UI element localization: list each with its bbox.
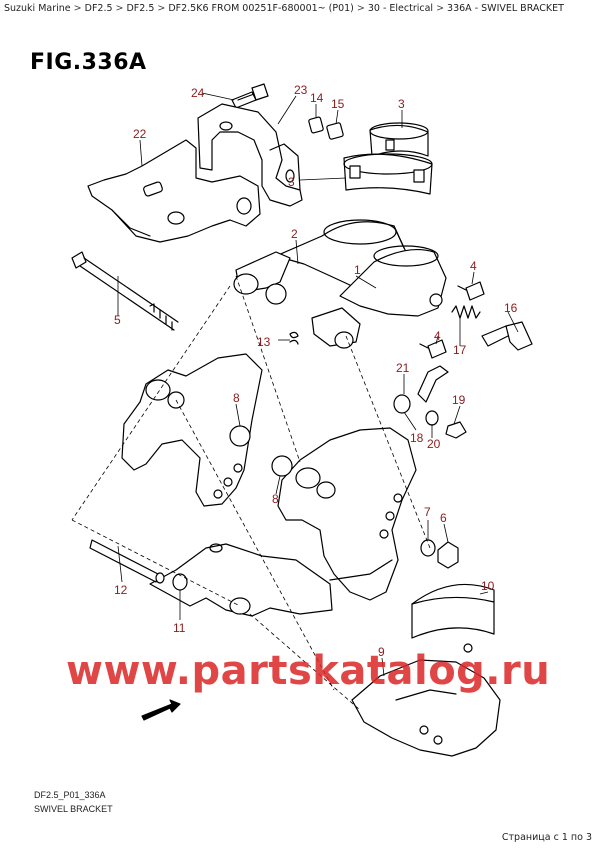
callout-18: 18 bbox=[410, 431, 424, 445]
callout-19: 19 bbox=[452, 393, 466, 407]
figure-code: DF2.5_P01_336A bbox=[34, 790, 106, 800]
callout-2: 2 bbox=[291, 227, 298, 241]
fwd-arrow-icon bbox=[141, 699, 181, 721]
callout-20: 20 bbox=[427, 437, 441, 451]
part-2-pin-assembly bbox=[233, 251, 291, 305]
callout-17: 17 bbox=[453, 343, 467, 357]
part-4-bolt-upper bbox=[457, 281, 485, 301]
part-20-washer bbox=[425, 410, 439, 426]
part-19-nut bbox=[445, 421, 467, 439]
figure-name: SWIVEL BRACKET bbox=[34, 804, 113, 814]
callout-16: 16 bbox=[504, 301, 518, 315]
breadcrumb-separator: > bbox=[436, 3, 445, 14]
part-18-washer bbox=[393, 394, 411, 414]
part-24-bolt bbox=[231, 83, 269, 109]
main-bracket-left bbox=[121, 353, 263, 507]
part-15-pad bbox=[326, 122, 344, 140]
main-bracket-right bbox=[277, 427, 417, 601]
breadcrumb-separator: > bbox=[356, 3, 365, 14]
callout-5: 5 bbox=[114, 313, 121, 327]
callout-8-upper: 8 bbox=[233, 391, 240, 405]
callout-22: 22 bbox=[133, 127, 147, 141]
figure-title: FIG.336A bbox=[30, 50, 147, 75]
part-21-lever bbox=[417, 365, 449, 403]
callout-1: 1 bbox=[354, 263, 361, 277]
breadcrumb-item-electrical[interactable]: 30 - Electrical bbox=[367, 3, 434, 14]
part-7-washer bbox=[420, 539, 436, 557]
callout-6: 6 bbox=[440, 511, 447, 525]
callout-12: 12 bbox=[114, 583, 128, 597]
callout-3-lower: 3 bbox=[288, 175, 295, 189]
callout-13: 13 bbox=[257, 335, 271, 349]
callout-21: 21 bbox=[396, 361, 410, 375]
part-8-washer-upper bbox=[229, 425, 251, 447]
part-22-swivel-arm bbox=[87, 139, 261, 243]
callout-labels: 24 23 14 15 3 22 3 2 1 4 16 5 13 17 4 21… bbox=[114, 83, 518, 659]
breadcrumb-separator: > bbox=[73, 3, 82, 14]
part-13-clip bbox=[289, 331, 299, 345]
part-3-bushing-lower bbox=[343, 153, 433, 195]
callout-3-upper: 3 bbox=[398, 97, 405, 111]
part-17-spring bbox=[451, 305, 481, 319]
part-14-pad bbox=[308, 116, 324, 134]
part-4-bolt-lower bbox=[419, 339, 447, 359]
lower-bracket bbox=[149, 543, 333, 617]
callout-15: 15 bbox=[331, 97, 345, 111]
breadcrumb-item-swivel-bracket: 336A - SWIVEL BRACKET bbox=[447, 3, 564, 14]
part-9-tilt-bracket bbox=[351, 659, 501, 757]
page-counter: Страница с 1 по 3 bbox=[501, 832, 592, 843]
breadcrumb-item-df25k6[interactable]: DF2.5K6 FROM 00251F-680001~ (P01) bbox=[168, 3, 354, 14]
part-10-clamp bbox=[411, 583, 495, 653]
part-3-bushing-upper bbox=[369, 122, 429, 157]
part-5-through-bolt bbox=[71, 251, 179, 331]
callout-9: 9 bbox=[378, 645, 385, 659]
callout-23: 23 bbox=[294, 83, 308, 97]
breadcrumb: Suzuki Marine>DF2.5>DF2.5>DF2.5K6 FROM 0… bbox=[4, 3, 564, 14]
callout-10: 10 bbox=[481, 579, 495, 593]
breadcrumb-item-suzuki-marine[interactable]: Suzuki Marine bbox=[4, 3, 71, 14]
breadcrumb-separator: > bbox=[157, 3, 166, 14]
callout-24: 24 bbox=[191, 86, 205, 100]
part-1-clamp-ring bbox=[339, 245, 447, 317]
callout-4-upper: 4 bbox=[470, 259, 477, 273]
breadcrumb-separator: > bbox=[115, 3, 124, 14]
callout-8-lower: 8 bbox=[272, 492, 279, 506]
part-1-pin bbox=[311, 307, 361, 349]
watermark: www.partskatalog.ru bbox=[66, 648, 551, 694]
part-8-washer-lower bbox=[271, 455, 293, 477]
breadcrumb-item-df25-model[interactable]: DF2.5 bbox=[126, 3, 155, 14]
callout-14: 14 bbox=[310, 91, 324, 105]
part-11-bushing bbox=[172, 573, 188, 591]
callout-7: 7 bbox=[424, 505, 431, 519]
part-6-nut bbox=[437, 541, 459, 569]
callout-11: 11 bbox=[173, 621, 186, 635]
breadcrumb-item-df25[interactable]: DF2.5 bbox=[84, 3, 113, 14]
part-16-knob bbox=[481, 321, 533, 351]
part-12-rod bbox=[89, 539, 165, 584]
part-23-clamp-housing bbox=[197, 103, 303, 207]
callout-4-lower: 4 bbox=[434, 329, 441, 343]
